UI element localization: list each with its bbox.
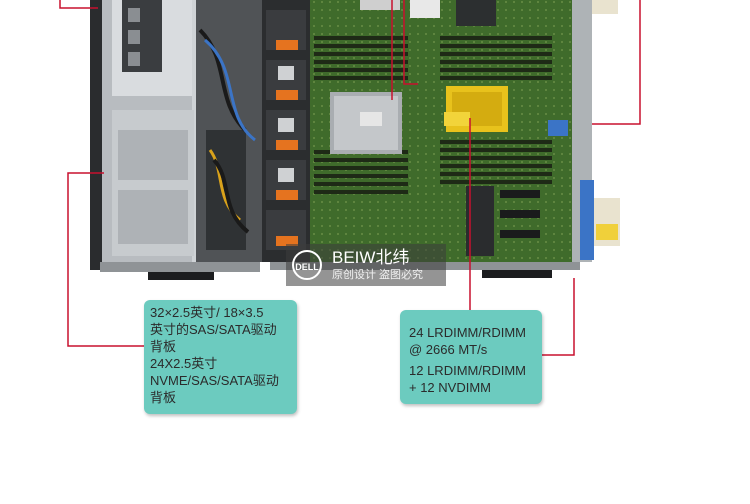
watermark: DELL BEIW北纬 原创设计 盗图必究 bbox=[286, 244, 446, 286]
cable-area bbox=[196, 0, 262, 262]
callout-line: 背板 bbox=[150, 390, 177, 405]
watermark-brand: BEIW北纬 bbox=[332, 248, 410, 267]
leader-line-memory-b bbox=[542, 278, 575, 356]
drive-backplane-callout: 32×2.5英寸/ 18×3.5 英寸的SAS/SATA驱动 背板 24X2.5… bbox=[144, 300, 297, 414]
callout-line: @ 2666 MT/s bbox=[409, 342, 488, 357]
callout-line: NVME/SAS/SATA驱动 bbox=[150, 373, 279, 388]
watermark-subtitle: 原创设计 盗图必究 bbox=[332, 269, 424, 281]
memory-callout: 24 LRDIMM/RDIMM @ 2666 MT/s 12 LRDIMM/RD… bbox=[400, 310, 542, 404]
callout-line: 背板 bbox=[150, 339, 177, 354]
leader-line-top-b bbox=[403, 0, 418, 85]
callout-line: 24X2.5英寸 bbox=[150, 356, 218, 371]
leader-line-top-left bbox=[59, 0, 98, 9]
callout-line: + 12 NVDIMM bbox=[409, 380, 491, 395]
callout-line: 24 LRDIMM/RDIMM bbox=[409, 325, 527, 340]
leader-lines bbox=[59, 0, 641, 356]
callout-line: 12 LRDIMM/RDIMM bbox=[409, 363, 527, 378]
callout-line: 英寸的SAS/SATA驱动 bbox=[150, 322, 277, 337]
motherboard bbox=[310, 0, 580, 262]
drive-cage bbox=[90, 0, 260, 280]
callout-line: 32×2.5英寸/ 18×3.5 bbox=[150, 305, 264, 320]
fan-wall bbox=[262, 0, 310, 262]
leader-line-drive-backplane bbox=[67, 172, 144, 347]
dell-logo: DELL bbox=[292, 250, 322, 280]
leader-line-right bbox=[592, 0, 641, 125]
